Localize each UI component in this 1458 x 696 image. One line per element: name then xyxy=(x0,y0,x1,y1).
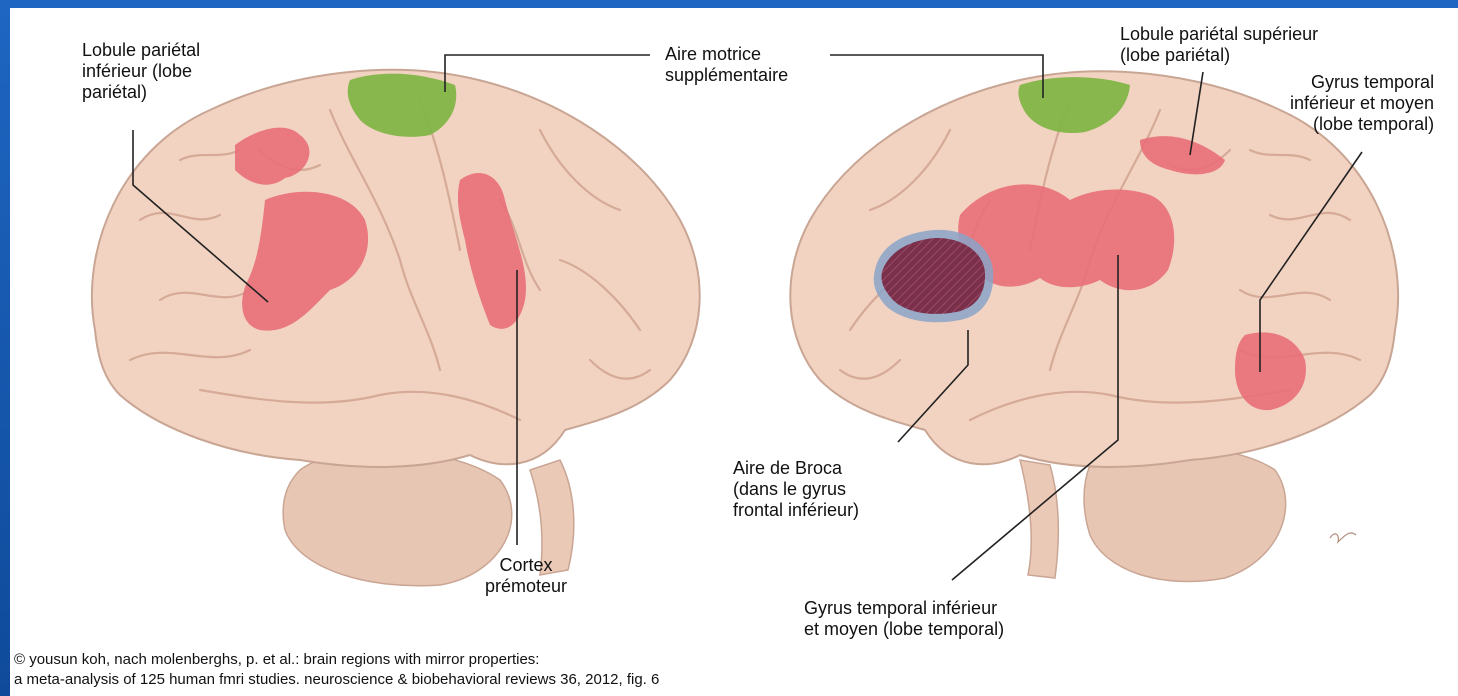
label-lobule-parietal-inferieur: Lobule pariétal inférieur (lobe pariétal… xyxy=(82,40,200,103)
right-brain xyxy=(790,71,1398,581)
left-brain xyxy=(92,70,700,586)
credit-line-1: © yousun koh, nach molenberghs, p. et al… xyxy=(14,650,539,670)
label-gyrus-temporal-bottom: Gyrus temporal inférieur et moyen (lobe … xyxy=(804,598,1004,640)
credit-line-2: a meta-analysis of 125 human fmri studie… xyxy=(14,670,659,690)
artist-signature xyxy=(1330,533,1356,542)
label-cortex-premoteur: Cortex prémoteur xyxy=(485,555,567,597)
label-aire-motrice-supplementaire: Aire motrice supplémentaire xyxy=(665,44,788,86)
label-aire-de-broca: Aire de Broca (dans le gyrus frontal inf… xyxy=(733,458,859,521)
label-lobule-parietal-superieur: Lobule pariétal supérieur (lobe pariétal… xyxy=(1120,24,1318,66)
right-brainstem xyxy=(1020,460,1058,578)
left-cerebellum xyxy=(283,450,512,585)
label-gyrus-temporal-right: Gyrus temporal inférieur et moyen (lobe … xyxy=(1290,72,1434,135)
